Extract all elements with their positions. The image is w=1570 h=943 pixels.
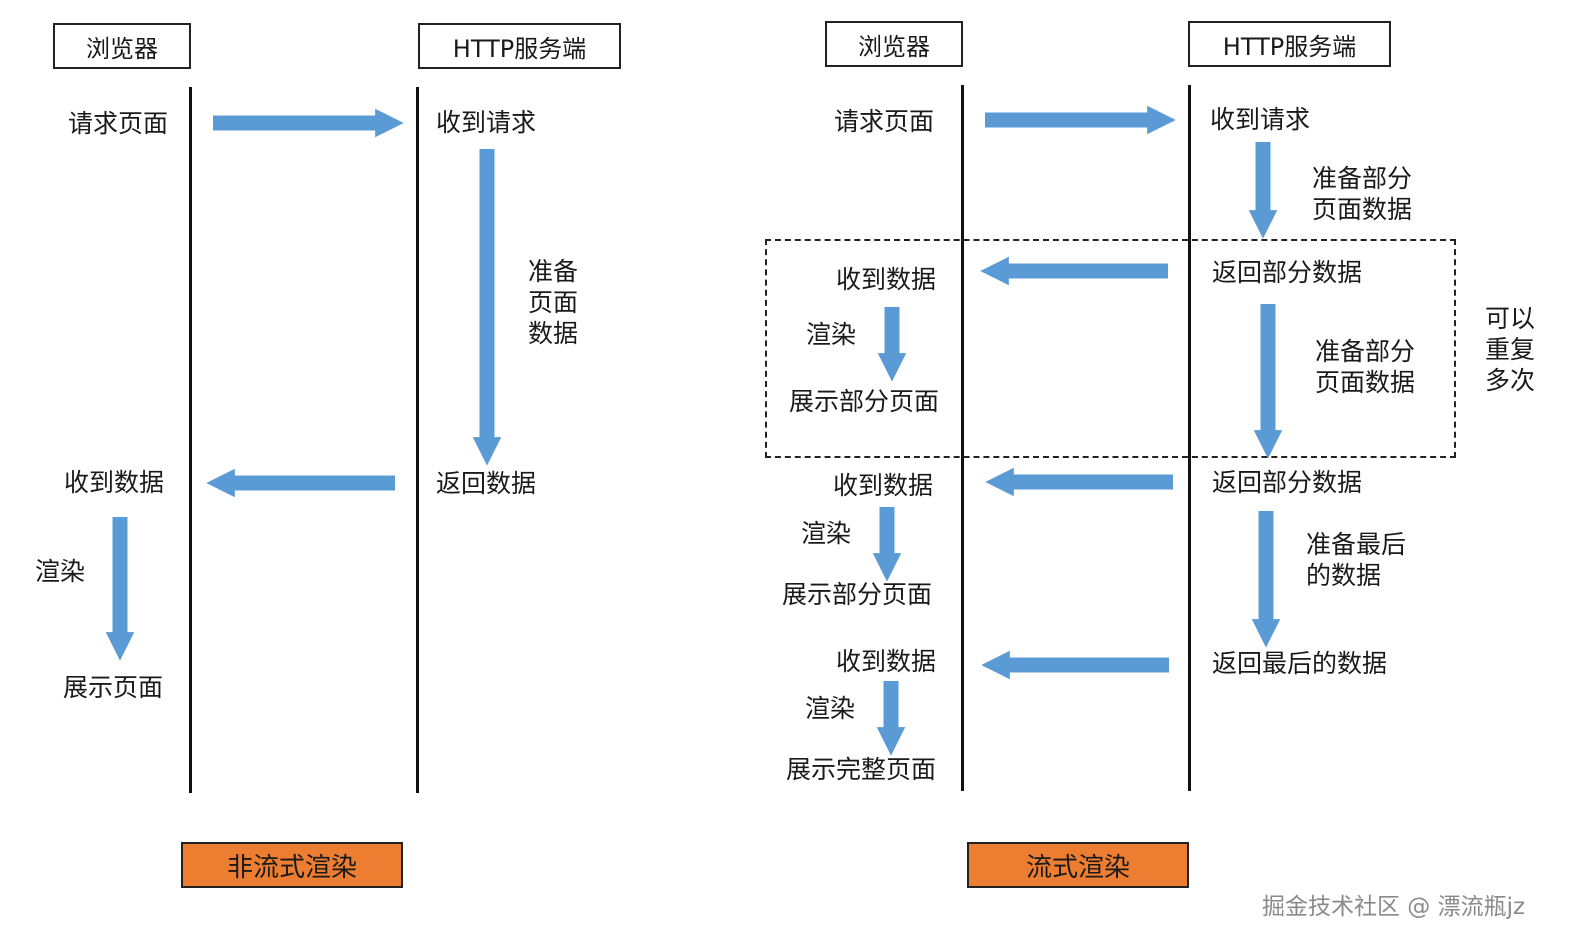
right-return-partial-2-label: 返回部分数据 [1212,468,1363,497]
right-prepare-partial-2-label: 准备部分 页面数据 [1315,337,1416,397]
left-server-lifeline [416,87,419,793]
right-server-header: HTTP服务端 [1188,21,1391,67]
left-request-page-label: 请求页面 [68,109,169,138]
left-server-header: HTTP服务端 [418,23,621,69]
left-return-data-label: 返回数据 [436,469,537,498]
left-browser-header: 浏览器 [53,23,191,69]
right-server-lifeline [1188,85,1191,791]
right-render-1-label: 渲染 [806,320,857,349]
right-receive-data-2-label: 收到数据 [833,471,934,500]
left-render-label: 渲染 [35,557,86,586]
right-return-last-label: 返回最后的数据 [1212,649,1388,678]
left-receive-request-label: 收到请求 [436,108,537,137]
repeat-note-label: 可以 重复 多次 [1485,304,1536,395]
right-browser-lifeline [961,85,964,791]
right-render-3-label: 渲染 [805,694,856,723]
right-render-2-label: 渲染 [801,519,852,548]
right-show-partial-1-label: 展示部分页面 [789,387,940,416]
non-streaming-caption: 非流式渲染 [181,842,403,888]
right-show-partial-2-label: 展示部分页面 [782,580,933,609]
left-show-page-label: 展示页面 [63,673,164,702]
right-show-full-label: 展示完整页面 [786,755,937,784]
right-prepare-last-label: 准备最后 的数据 [1306,530,1407,590]
right-prepare-partial-1-label: 准备部分 页面数据 [1312,164,1413,224]
repeatable-block-outline [765,239,1456,458]
right-return-partial-1-label: 返回部分数据 [1212,258,1363,287]
right-receive-data-1-label: 收到数据 [836,265,937,294]
right-receive-data-3-label: 收到数据 [836,647,937,676]
left-browser-lifeline [189,87,192,793]
right-browser-header: 浏览器 [825,21,963,67]
right-request-page-label: 请求页面 [834,107,935,136]
left-prepare-data-label: 准备 页面 数据 [528,257,579,348]
right-receive-request-label: 收到请求 [1210,105,1311,134]
watermark: 掘金技术社区 @ 漂流瓶jz [1262,894,1526,920]
streaming-caption: 流式渲染 [967,842,1189,888]
left-receive-data-label: 收到数据 [64,468,165,497]
